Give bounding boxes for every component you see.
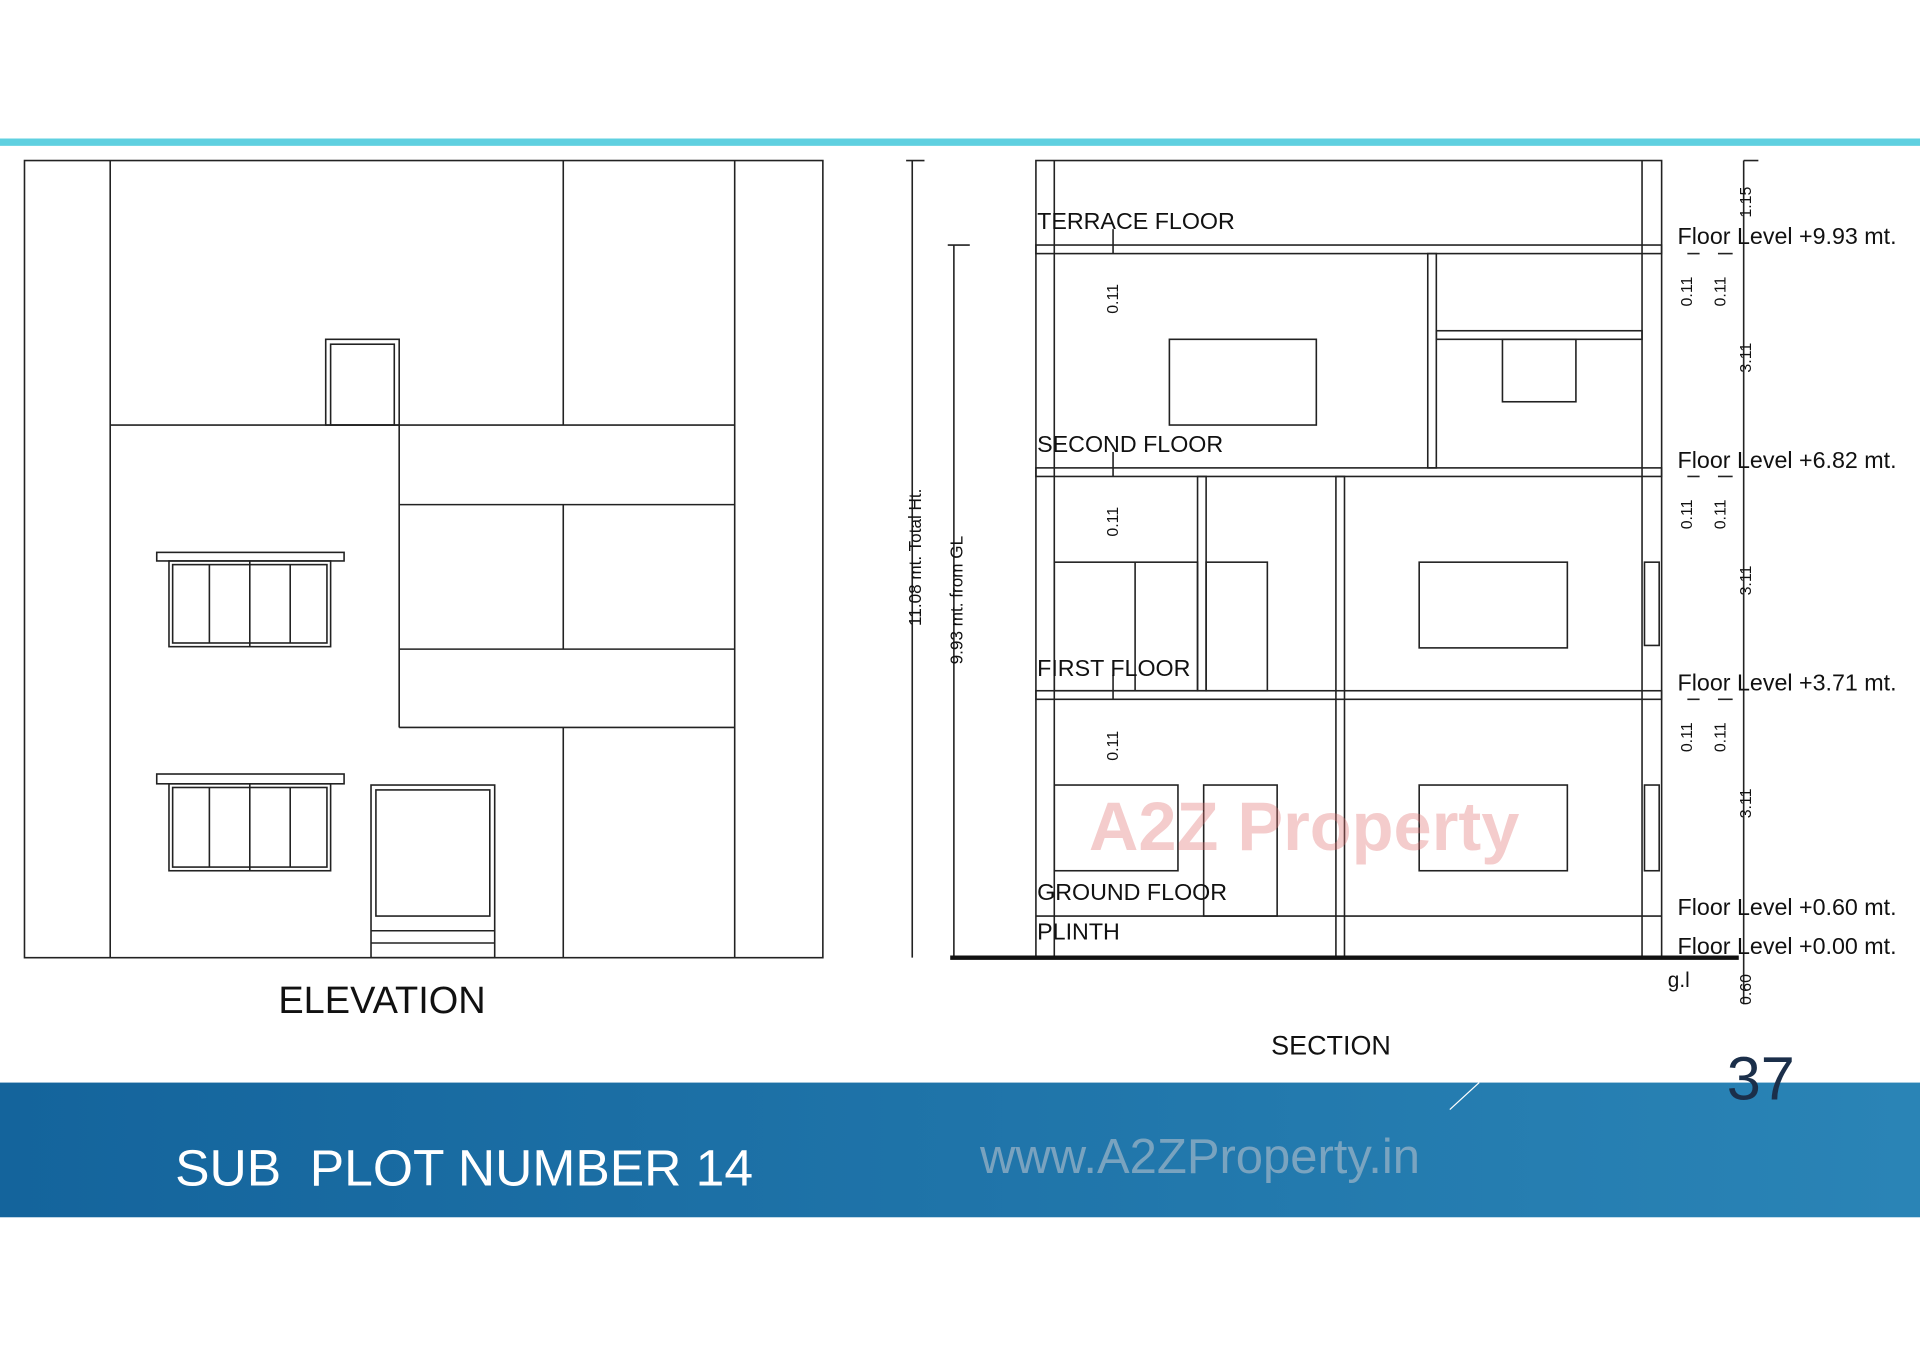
dim-slab: 0.11 xyxy=(1679,277,1696,307)
level-label: Floor Level +9.93 mt. xyxy=(1678,223,1897,249)
level-label: Floor Level +6.82 mt. xyxy=(1678,447,1897,473)
dim-parapet: 1.15 xyxy=(1738,187,1755,218)
floor-label-ground: GROUND FLOOR xyxy=(1037,879,1227,905)
floor-label-plinth: PLINTH xyxy=(1037,918,1120,944)
floor-label-first: FIRST FLOOR xyxy=(1037,655,1190,681)
slide-title: SUB PLOT NUMBER 14 xyxy=(175,1138,753,1196)
dim-slab: 0.11 xyxy=(1679,722,1696,752)
ground-level-label: g.l xyxy=(1668,969,1690,992)
dim-slab: 0.11 xyxy=(1712,277,1729,307)
dim-slab: 0.11 xyxy=(1105,507,1122,537)
decor-line xyxy=(1449,1082,1480,1110)
dim-plinth: 0.60 xyxy=(1738,974,1755,1005)
dim-slab: 0.11 xyxy=(1105,284,1122,314)
page-number: 37 xyxy=(1727,1045,1795,1113)
section-drawing xyxy=(906,159,1759,1005)
title-banner xyxy=(0,1082,1920,1218)
dim-floor-height: 3.11 xyxy=(1738,566,1755,596)
dim-slab: 0.11 xyxy=(1105,731,1122,761)
watermark-logo: A2Z Property xyxy=(1089,788,1520,865)
level-label: Floor Level +0.60 mt. xyxy=(1678,894,1897,920)
level-label: Floor Level +0.00 mt. xyxy=(1678,933,1897,959)
section-label: SECTION xyxy=(1271,1030,1391,1060)
dim-slab: 0.11 xyxy=(1712,499,1729,529)
dim-slab: 0.11 xyxy=(1679,499,1696,529)
accent-line xyxy=(0,138,1920,146)
dim-floor-height: 3.11 xyxy=(1738,343,1755,373)
watermark-url: www.A2ZProperty.in xyxy=(979,1130,1420,1184)
floor-label-second: SECOND FLOOR xyxy=(1037,431,1223,457)
elevation-label: ELEVATION xyxy=(278,980,485,1022)
dim-slab: 0.11 xyxy=(1712,722,1729,752)
floor-label-terrace: TERRACE FLOOR xyxy=(1037,208,1235,234)
height-from-gl-dim: 9.93 mt. from GL xyxy=(946,536,966,664)
total-height-dim: 11.08 mt. Total Ht. xyxy=(905,489,925,626)
level-label: Floor Level +3.71 mt. xyxy=(1678,670,1897,696)
dim-floor-height: 3.11 xyxy=(1738,788,1755,818)
elevation-drawing xyxy=(23,159,824,959)
